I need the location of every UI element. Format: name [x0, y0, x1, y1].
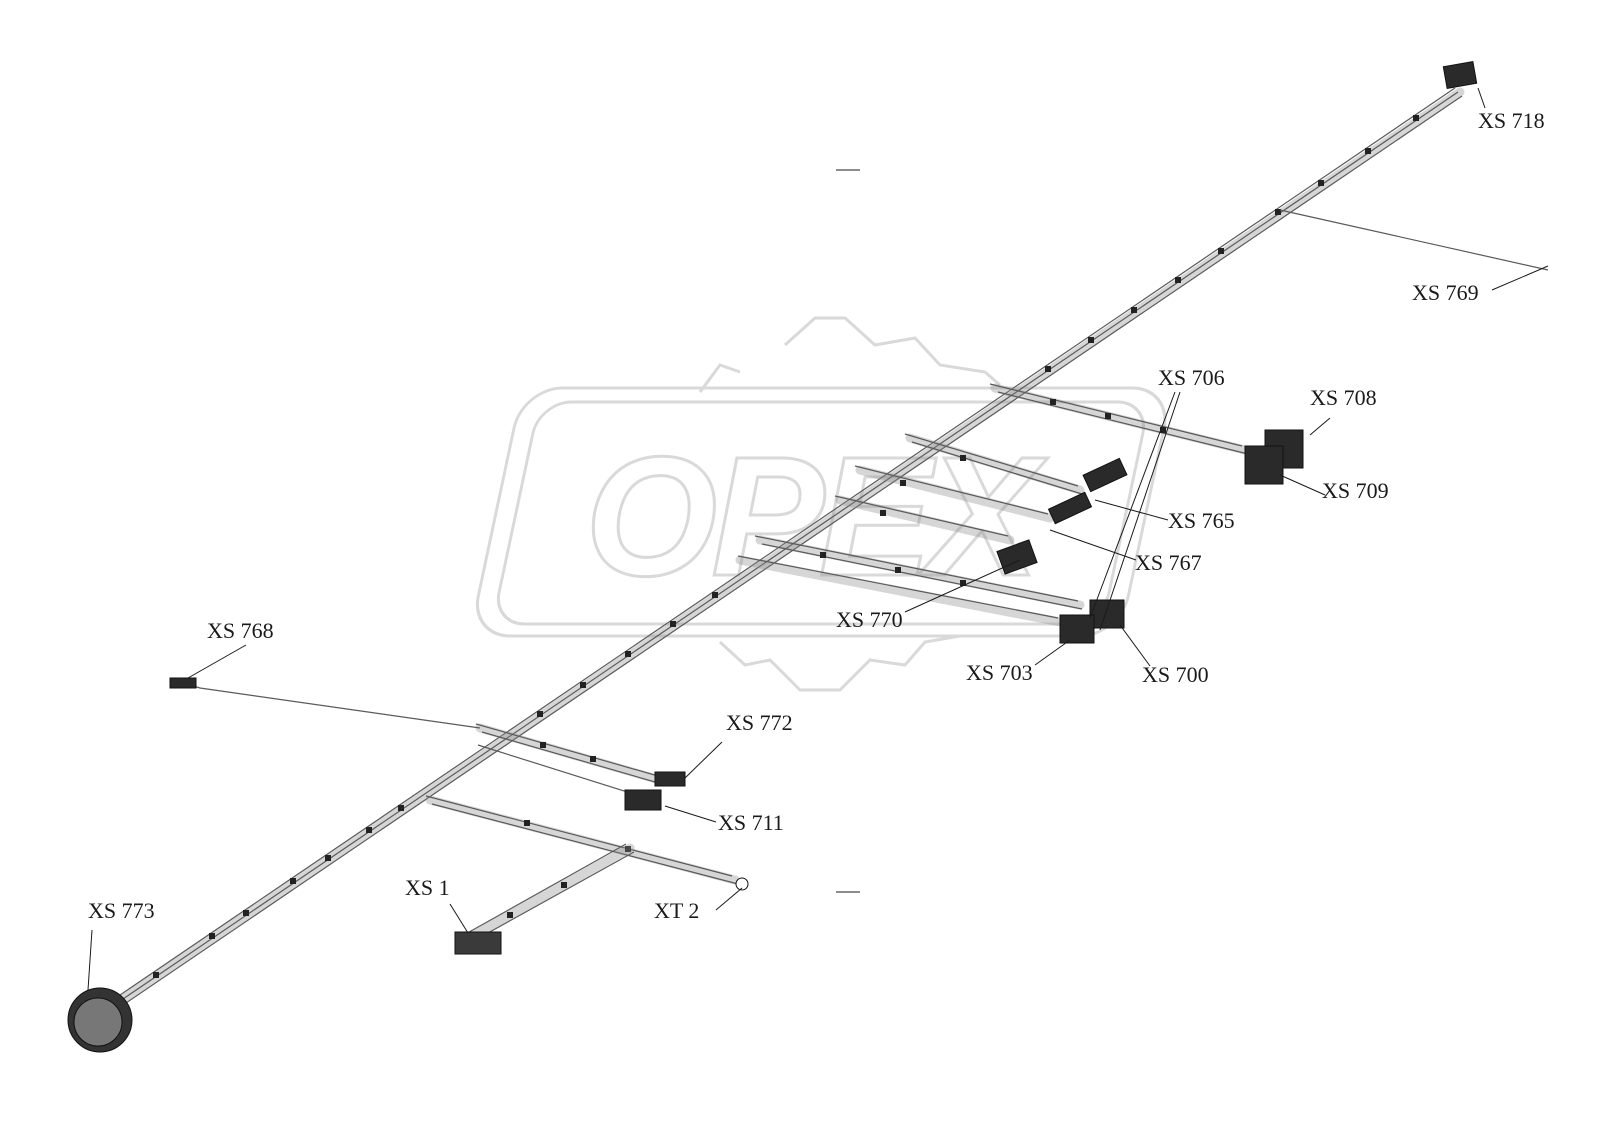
connector-xs711: [624, 789, 662, 811]
label-xs765: XS 765: [1168, 508, 1235, 533]
connector-xs703: [1059, 614, 1095, 644]
label-xs703: XS 703: [966, 660, 1033, 685]
label-xs708: XS 708: [1310, 385, 1377, 410]
connector-xs768: [169, 677, 197, 689]
label-xs1: XS 1: [405, 875, 450, 900]
leader-lines: [87, 87, 1549, 991]
watermark-logo: ОРЕХ: [475, 316, 1167, 692]
connector-xs773-face: [73, 997, 123, 1047]
label-xs768: XS 768: [207, 618, 274, 643]
label-xs709: XS 709: [1322, 478, 1389, 503]
watermark-frame-inner: [496, 400, 1145, 626]
trunk-clips: [153, 115, 1419, 978]
connector-xs700: [1089, 599, 1125, 629]
label-xs772: XS 772: [726, 710, 793, 735]
label-xt2: XT 2: [654, 898, 699, 923]
branch-middle: [834, 433, 1085, 545]
wire-xs768: [189, 684, 481, 729]
label-xs769: XS 769: [1412, 280, 1479, 305]
wire-xs769: [1279, 209, 1549, 271]
watermark-text: ОРЕХ: [585, 422, 1048, 612]
connector-xs1: [454, 931, 502, 955]
connector-xs772: [654, 771, 686, 787]
branch-xs772-xs711: [475, 723, 665, 797]
connector-xs709: [1244, 445, 1284, 485]
label-xs706: XS 706: [1158, 365, 1225, 390]
label-xs773: XS 773: [88, 898, 155, 923]
watermark-frame-outer: [475, 386, 1167, 638]
terminal-xt2: [735, 877, 749, 891]
branch-lower: [735, 535, 1085, 627]
label-xs711: XS 711: [718, 810, 784, 835]
connector-xs765: [1047, 491, 1093, 525]
main-trunk: [90, 87, 1465, 1023]
connector-labels: XS 718 XS 769 XS 706 XS 708 XS 709 XS 76…: [88, 108, 1545, 923]
connector-xs718: [1442, 60, 1478, 90]
label-xs770: XS 770: [836, 607, 903, 632]
branch-upper-right: [989, 383, 1250, 455]
connector-bodies: [67, 60, 1478, 1053]
connector-xs706: [1082, 457, 1128, 493]
watermark-gear: [698, 316, 1001, 692]
label-xs700: XS 700: [1142, 662, 1209, 687]
branch-xs1-xt2: [425, 795, 740, 945]
label-xs718: XS 718: [1478, 108, 1545, 133]
label-xs767: XS 767: [1135, 550, 1202, 575]
